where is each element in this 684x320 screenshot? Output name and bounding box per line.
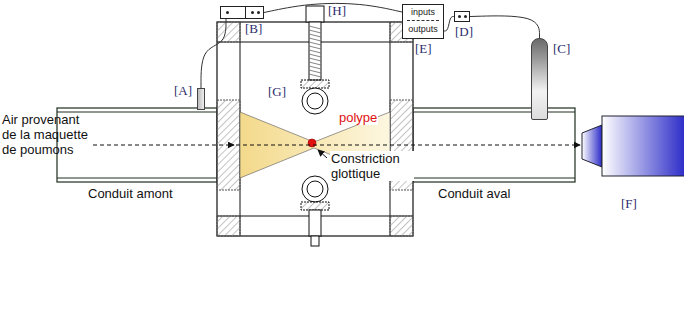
terminal-dot bbox=[458, 15, 461, 18]
terminal-dot bbox=[226, 11, 229, 14]
patch-box: inputsoutputs[E] bbox=[402, 4, 444, 39]
callout-label: [D] bbox=[455, 24, 473, 39]
roller bbox=[302, 176, 328, 202]
top-screw bbox=[309, 22, 321, 80]
thread-stroke bbox=[309, 26, 321, 29]
thread-stroke bbox=[309, 74, 321, 77]
callout-label: [H] bbox=[328, 3, 346, 18]
thread-stroke bbox=[309, 30, 321, 33]
pipe-wall bbox=[413, 112, 575, 113]
frame-outline bbox=[217, 22, 413, 236]
thread-stroke bbox=[309, 46, 321, 49]
polyp-dot bbox=[308, 139, 316, 147]
pipe-body bbox=[413, 108, 575, 182]
thread-stroke bbox=[309, 50, 321, 53]
port-label: inputs bbox=[407, 6, 439, 21]
box-divider bbox=[245, 7, 246, 18]
thread-stroke bbox=[309, 54, 321, 57]
camera-lens bbox=[582, 125, 602, 167]
thread-stroke bbox=[309, 62, 321, 65]
polyp-label: polype bbox=[338, 110, 378, 125]
port-label: outputs bbox=[407, 23, 439, 35]
corner-block bbox=[217, 22, 240, 42]
thread-stroke bbox=[309, 42, 321, 45]
downstream-pipe bbox=[413, 108, 575, 182]
thread-stroke bbox=[309, 70, 321, 73]
connector-box: [D] bbox=[454, 11, 470, 22]
top-knob bbox=[306, 6, 324, 22]
thread-stroke bbox=[309, 66, 321, 69]
pipe-wall bbox=[413, 178, 575, 179]
roller-holder bbox=[301, 80, 329, 88]
callout-label: [A] bbox=[174, 83, 192, 98]
callout-label: [E] bbox=[415, 41, 432, 56]
terminal-box: [B] bbox=[220, 6, 264, 19]
camera bbox=[582, 116, 684, 176]
part-name: Conduit amont bbox=[88, 186, 173, 201]
terminal-dot bbox=[257, 11, 260, 14]
callout-label: [B] bbox=[245, 21, 262, 36]
corner-block bbox=[390, 216, 413, 236]
part-name: Conduit aval bbox=[438, 186, 510, 201]
leader-arrow bbox=[318, 150, 327, 158]
terminal-dot bbox=[251, 11, 254, 14]
pipe-wall bbox=[57, 112, 217, 113]
airflow-arrow bbox=[93, 145, 234, 146]
roller-hub bbox=[307, 181, 323, 197]
bottom-screw-end bbox=[311, 236, 319, 246]
callout-label: [C] bbox=[553, 41, 570, 56]
callout-label: [F] bbox=[621, 196, 637, 211]
thread-stroke bbox=[309, 38, 321, 41]
corner-block bbox=[217, 216, 240, 236]
thread-stroke bbox=[309, 34, 321, 37]
bottom-screw bbox=[309, 210, 321, 236]
roller bbox=[302, 88, 328, 114]
signal-cable bbox=[201, 19, 226, 88]
part-name: Constriction glottique bbox=[330, 151, 414, 181]
airflow-arrow bbox=[236, 145, 580, 146]
roller-hub bbox=[307, 93, 323, 109]
callout-label: [G] bbox=[268, 84, 286, 99]
camera-body bbox=[602, 116, 684, 176]
positioning-screws bbox=[301, 6, 329, 246]
pipe-wall bbox=[57, 178, 217, 179]
signal-cable bbox=[470, 16, 540, 38]
roller-holder bbox=[301, 202, 329, 210]
frame bbox=[217, 22, 413, 236]
signal-cable bbox=[444, 17, 454, 32]
flow-note: Air provenant de la maquette de poumons bbox=[2, 112, 94, 157]
pressure-sensor: [A] bbox=[197, 88, 205, 110]
terminal-dot bbox=[464, 15, 467, 18]
thread-stroke bbox=[309, 58, 321, 61]
microphone: [C] bbox=[531, 38, 548, 120]
